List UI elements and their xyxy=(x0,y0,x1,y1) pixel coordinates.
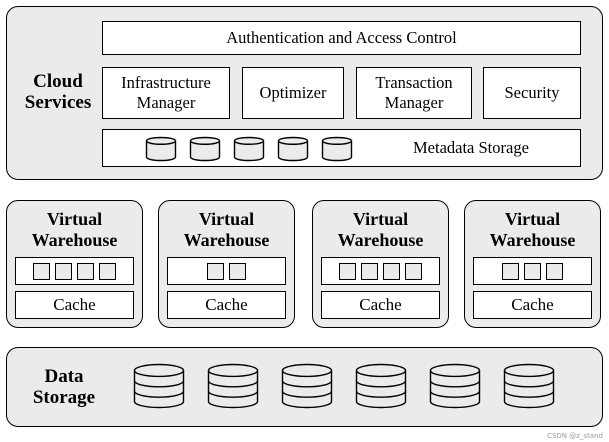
compute-nodes-box xyxy=(321,257,440,285)
database-icon xyxy=(429,363,481,409)
compute-nodes-box xyxy=(167,257,286,285)
virtual-warehouse-title: Virtual Warehouse xyxy=(183,209,270,250)
compute-node-icon xyxy=(502,262,519,280)
compute-node-icon xyxy=(99,262,116,280)
transaction-manager-label: Transaction Manager xyxy=(375,73,453,112)
database-icon xyxy=(207,363,259,409)
compute-node-icon xyxy=(361,262,378,280)
cache-box: Cache xyxy=(321,291,440,319)
compute-node-icon xyxy=(339,262,356,280)
compute-node-icon xyxy=(546,262,563,280)
cloud-services-label: Cloud Services xyxy=(13,71,103,113)
cache-box: Cache xyxy=(15,291,134,319)
auth-access-control-box: Authentication and Access Control xyxy=(102,21,581,55)
compute-node-icon xyxy=(33,262,50,280)
virtual-warehouse-title: Virtual Warehouse xyxy=(31,209,118,250)
security-box: Security xyxy=(483,67,581,119)
security-label: Security xyxy=(504,83,560,102)
database-icon xyxy=(233,136,265,162)
database-icon xyxy=(503,363,555,409)
infrastructure-manager-label: Infrastructure Manager xyxy=(121,73,211,112)
cloud-services-layer: Cloud Services Authentication and Access… xyxy=(6,6,603,180)
compute-node-icon xyxy=(229,262,246,280)
metadata-storage-box: Metadata Storage xyxy=(102,129,581,167)
database-icon xyxy=(133,363,185,409)
compute-node-icon xyxy=(55,262,72,280)
database-icon xyxy=(189,136,221,162)
database-icon xyxy=(281,363,333,409)
optimizer-label: Optimizer xyxy=(259,83,327,102)
metadata-storage-label: Metadata Storage xyxy=(413,138,529,157)
transaction-manager-box: Transaction Manager xyxy=(356,67,472,119)
compute-node-icon xyxy=(405,262,422,280)
compute-nodes-box xyxy=(15,257,134,285)
virtual-warehouse-title: Virtual Warehouse xyxy=(489,209,576,250)
compute-node-icon xyxy=(383,262,400,280)
cache-box: Cache xyxy=(167,291,286,319)
infrastructure-manager-box: Infrastructure Manager xyxy=(102,67,230,119)
database-icon xyxy=(277,136,309,162)
optimizer-box: Optimizer xyxy=(242,67,344,119)
compute-nodes-box xyxy=(473,257,592,285)
compute-node-icon xyxy=(77,262,94,280)
data-storage-label-text: Data Storage xyxy=(32,366,96,408)
watermark: CSDN @z_stand xyxy=(547,432,603,440)
virtual-warehouse-title: Virtual Warehouse xyxy=(337,209,424,250)
compute-node-icon xyxy=(524,262,541,280)
cloud-services-label-text: Cloud Services xyxy=(24,71,92,113)
cache-box: Cache xyxy=(473,291,592,319)
database-icon xyxy=(145,136,177,162)
database-icon xyxy=(355,363,407,409)
auth-access-control-label: Authentication and Access Control xyxy=(226,28,457,47)
compute-node-icon xyxy=(207,262,224,280)
data-storage-label: Data Storage xyxy=(19,366,109,408)
data-storage-layer: Data Storage xyxy=(6,347,603,427)
database-icon xyxy=(321,136,353,162)
